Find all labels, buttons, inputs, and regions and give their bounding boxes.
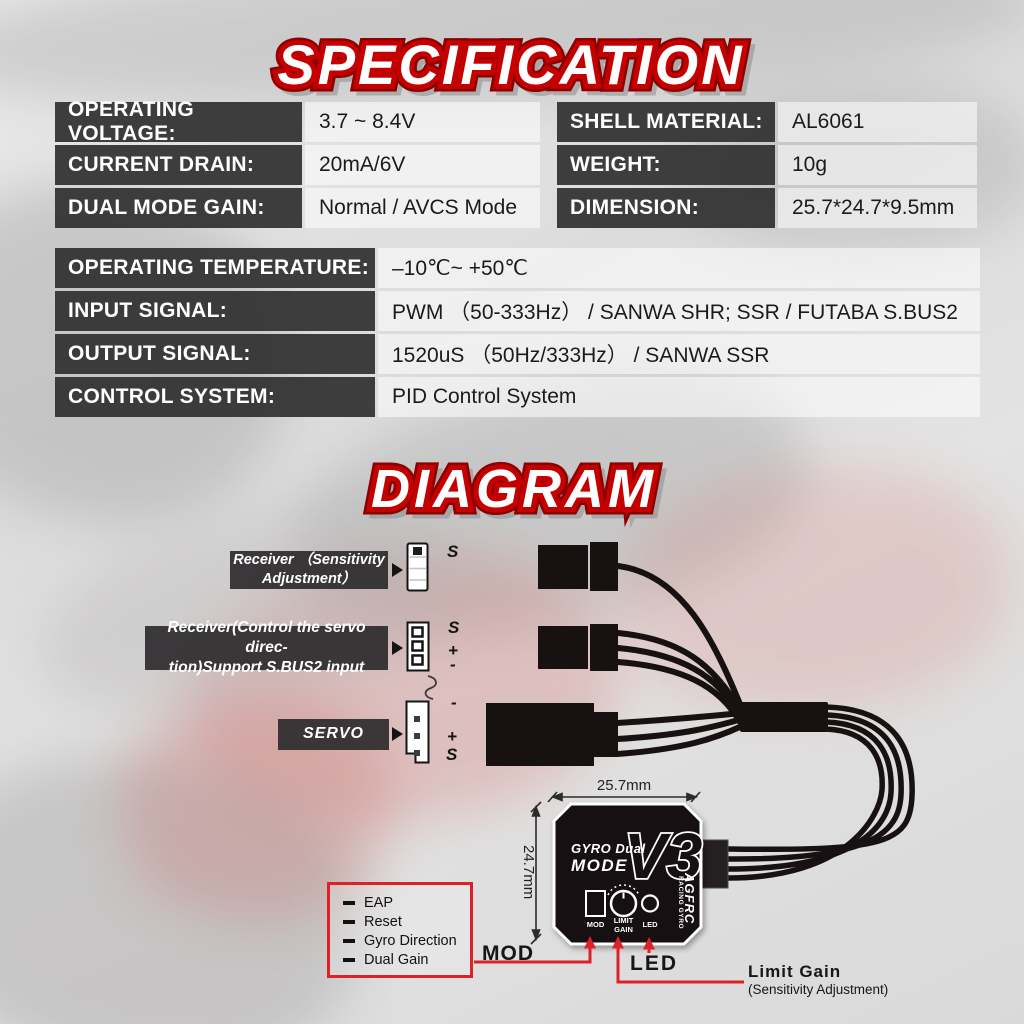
spec-label: CURRENT DRAIN: bbox=[55, 145, 302, 185]
callout-receiver-gain: Receiver （Sensitivity Adjustment） bbox=[230, 551, 388, 589]
spec-label: DUAL MODE GAIN: bbox=[55, 188, 302, 228]
callout-servo: SERVO bbox=[278, 719, 389, 750]
led-annotation: LED bbox=[630, 952, 678, 975]
pin-label-s: S bbox=[446, 745, 458, 764]
callout-text: Receiver(Control the servo direc- bbox=[167, 619, 366, 657]
spec-table-right: SHELL MATERIAL: AL6061 WEIGHT: 10g DIMEN… bbox=[557, 102, 977, 228]
pin-label-minus: - bbox=[450, 655, 456, 674]
spec-value: 1520uS （50Hz/333Hz） / SANWA SSR bbox=[378, 334, 980, 374]
mod-function-label: Gyro Direction bbox=[364, 932, 457, 949]
dash-bullet-icon bbox=[343, 919, 355, 924]
dash-bullet-icon bbox=[343, 957, 355, 962]
callout-pointer bbox=[392, 563, 403, 577]
pin-label-s: S bbox=[447, 542, 459, 561]
spec-value: AL6061 bbox=[778, 102, 977, 142]
spec-value: 3.7 ~ 8.4V bbox=[305, 102, 540, 142]
pin-label-plus: + bbox=[448, 641, 458, 660]
mod-function-label: Dual Gain bbox=[364, 951, 429, 968]
spec-table-left: OPERATING VOLTAGE: 3.7 ~ 8.4V CURRENT DR… bbox=[55, 98, 540, 228]
gyro-logo-line1: GYRO Dual bbox=[571, 841, 646, 856]
callout-pointer bbox=[392, 641, 403, 655]
pin-label-minus: - bbox=[451, 693, 457, 712]
mod-function-label: Reset bbox=[364, 913, 402, 930]
gyro-logo-line2: MODE bbox=[571, 856, 628, 875]
pin-label-s: S bbox=[448, 618, 460, 637]
mod-function-item: Reset bbox=[343, 912, 470, 931]
limit-gain-annotation: Limit Gain bbox=[748, 962, 842, 981]
callout-text: tion)Support S.BUS2 input bbox=[168, 658, 365, 676]
mod-function-label: EAP bbox=[364, 894, 394, 911]
callout-receiver-signal: Receiver(Control the servo direc- tion)S… bbox=[145, 619, 388, 676]
spec-label: INPUT SIGNAL: bbox=[55, 291, 375, 331]
spec-label: CONTROL SYSTEM: bbox=[55, 377, 375, 417]
mod-annotation: MOD bbox=[482, 942, 534, 965]
spec-label: DIMENSION: bbox=[557, 188, 775, 228]
mod-function-item: Dual Gain bbox=[343, 950, 470, 969]
callout-pointer bbox=[392, 727, 403, 741]
mod-functions-box: EAP Reset Gyro Direction Dual Gain bbox=[327, 882, 473, 978]
spec-value: Normal / AVCS Mode bbox=[305, 188, 540, 228]
spec-value: 20mA/6V bbox=[305, 145, 540, 185]
mod-function-item: Gyro Direction bbox=[343, 931, 470, 950]
spec-label: OPERATING TEMPERATURE: bbox=[55, 248, 375, 288]
callout-text: Adjustment） bbox=[261, 571, 357, 587]
spec-value: 25.7*24.7*9.5mm bbox=[778, 188, 977, 228]
callout-text: Receiver （Sensitivity bbox=[233, 552, 385, 569]
spec-label: OUTPUT SIGNAL: bbox=[55, 334, 375, 374]
spec-label: SHELL MATERIAL: bbox=[557, 102, 775, 142]
spec-value: PID Control System bbox=[378, 377, 980, 417]
spec-value: –10℃~ +50℃ bbox=[378, 248, 980, 288]
spec-label: WEIGHT: bbox=[557, 145, 775, 185]
spec-value: 10g bbox=[778, 145, 977, 185]
spec-label: OPERATING VOLTAGE: bbox=[55, 98, 302, 145]
dash-bullet-icon bbox=[343, 938, 355, 943]
pin-label-plus: + bbox=[447, 727, 457, 746]
dash-bullet-icon bbox=[343, 900, 355, 905]
mod-function-item: EAP bbox=[343, 893, 470, 912]
spec-value: PWM （50-333Hz） / SANWA SHR; SSR / FUTABA… bbox=[378, 291, 980, 331]
gyro-brand: AGFRC bbox=[682, 873, 697, 925]
spec-table-full: OPERATING TEMPERATURE: –10℃~ +50℃ INPUT … bbox=[55, 248, 980, 417]
limit-gain-subtext: (Sensitivity Adjustment) bbox=[748, 982, 889, 997]
gyro-brand-sub: RACING GYRO bbox=[677, 876, 684, 930]
callout-text: SERVO bbox=[302, 725, 364, 743]
